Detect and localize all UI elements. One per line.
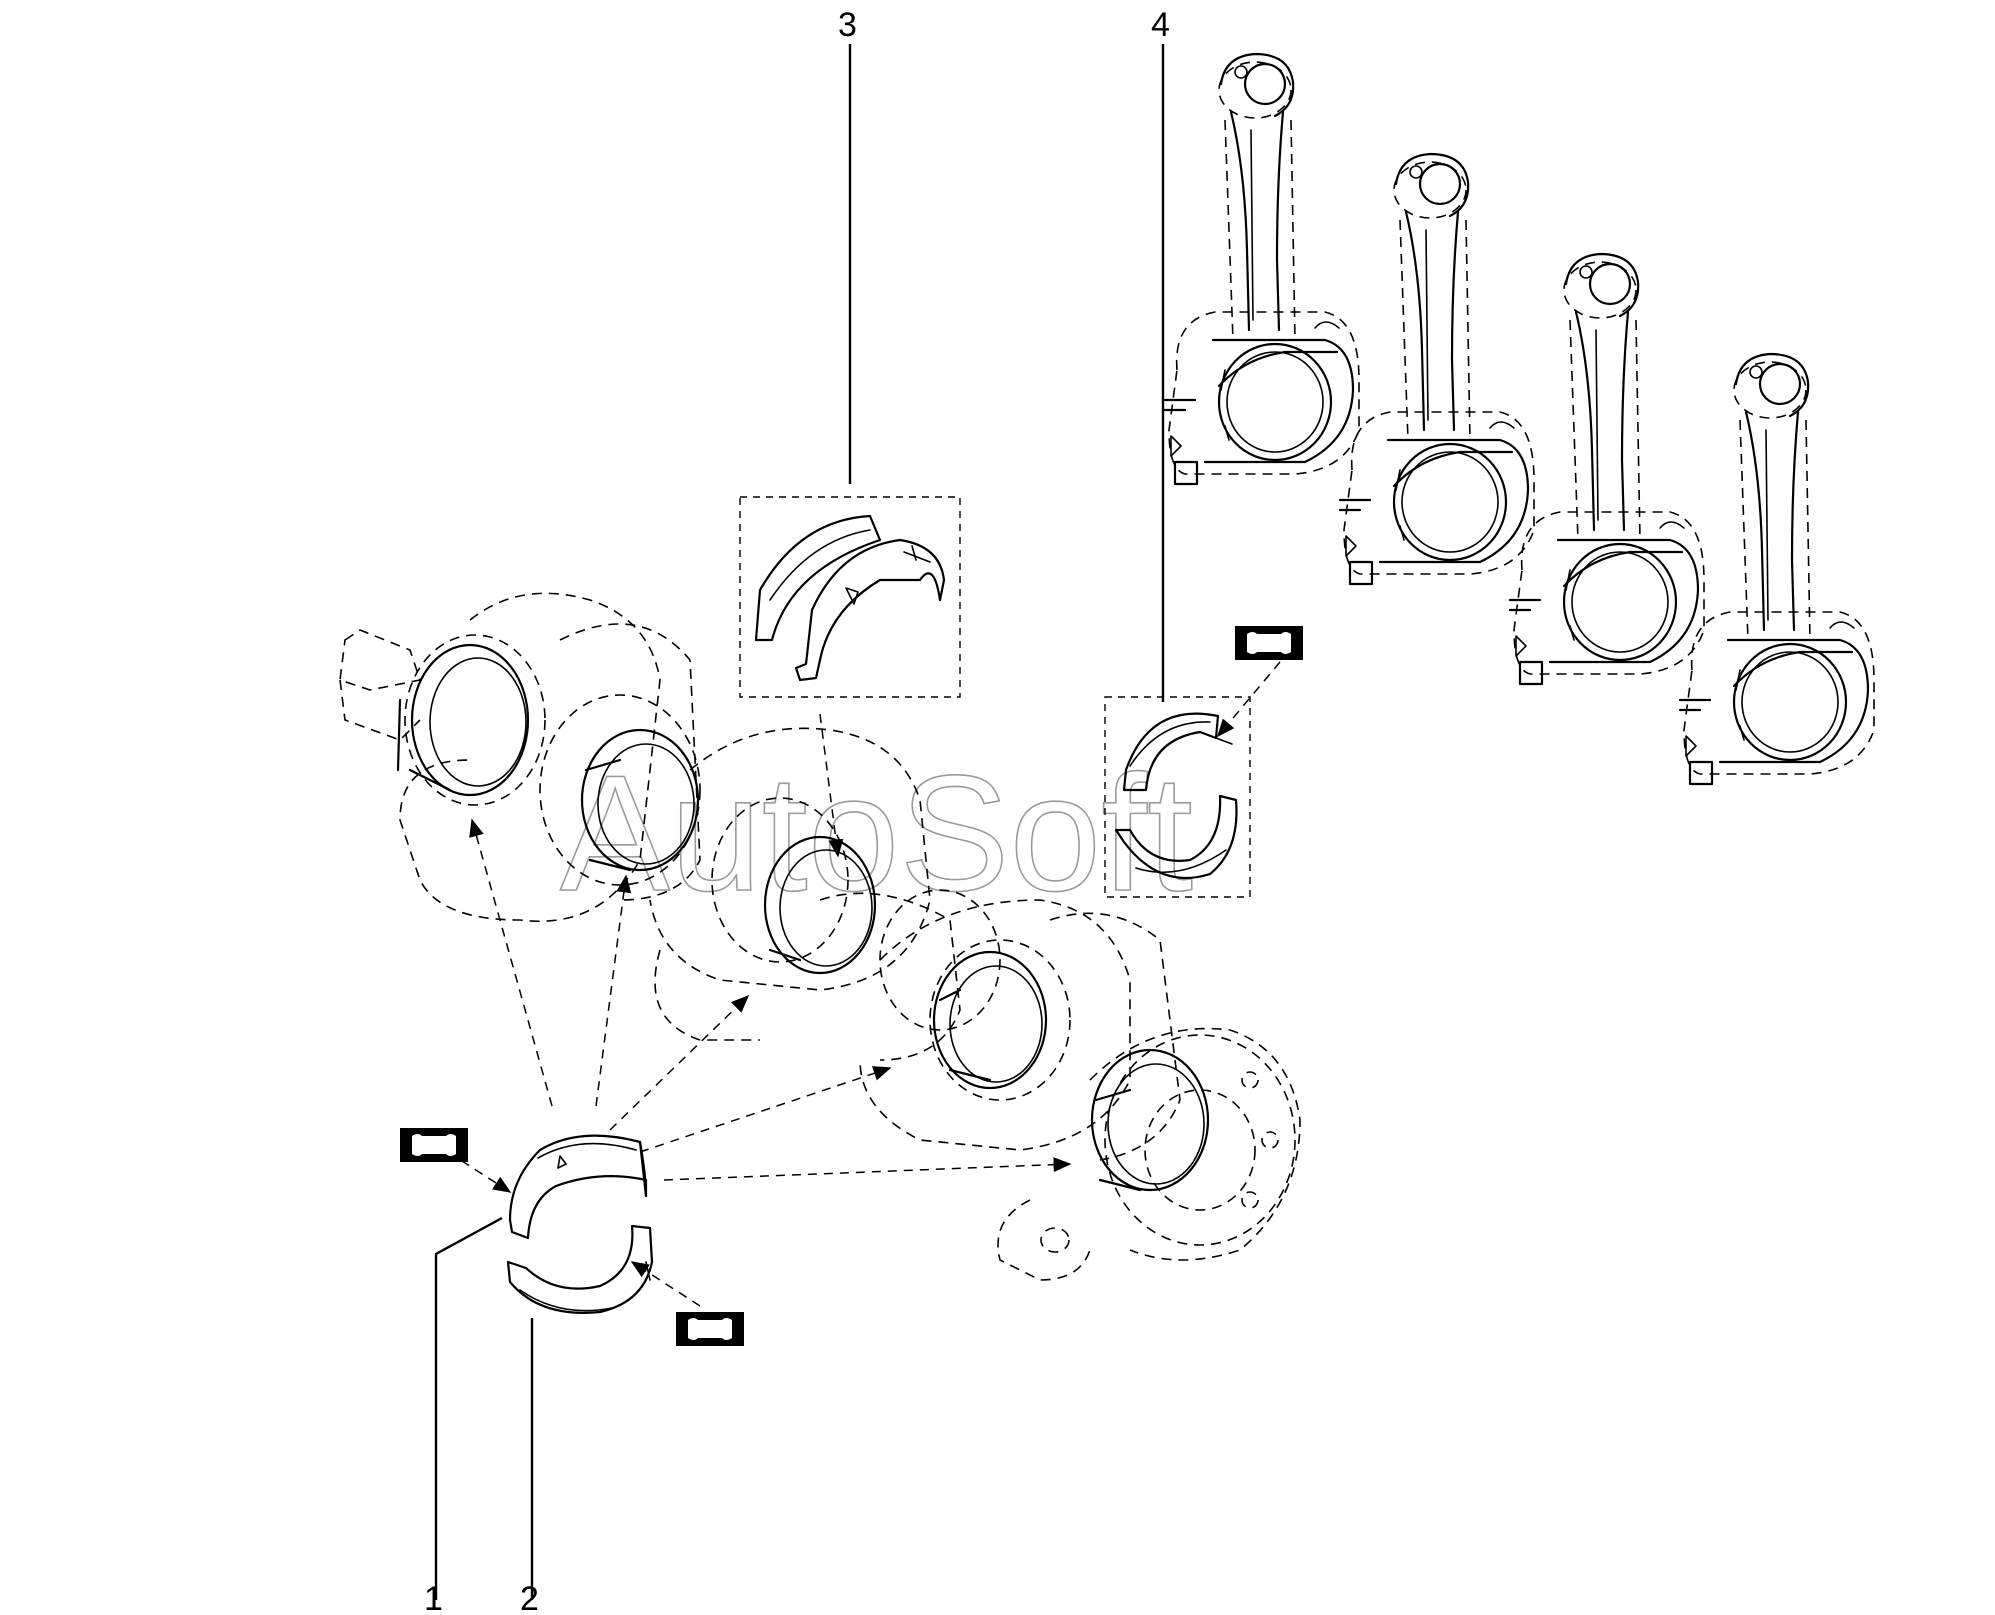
connecting-rod-3 (1508, 252, 1706, 686)
rod-bearing-upper-shell (1122, 712, 1220, 792)
main-bearing-upper-shell (508, 1134, 648, 1240)
watermark: AutoSoft (560, 741, 1193, 925)
connecting-rod-4 (1678, 352, 1876, 786)
connecting-rods (1163, 52, 1876, 786)
callouts: 1 2 3 4 (424, 6, 1170, 1615)
connecting-rod-2 (1338, 152, 1536, 586)
leader-lines (434, 44, 1165, 1600)
thrust-washer-right (794, 538, 946, 682)
detail-box-4 (1104, 696, 1251, 898)
thrust-washer-left (754, 514, 882, 642)
assembly-arrows (447, 661, 1281, 1307)
lubricate-symbol-icon (1235, 626, 1303, 660)
lubricate-symbol-icon (676, 1312, 744, 1346)
crankshaft (339, 592, 1301, 1281)
rod-bearing-lower-shell (1114, 794, 1238, 880)
callout-4: 4 (1151, 6, 1170, 44)
detail-box-3 (739, 496, 961, 698)
callout-3: 3 (838, 6, 857, 44)
callout-2: 2 (520, 1580, 539, 1615)
lubricate-symbol-icon (400, 1128, 468, 1162)
rod-bearing-shells-group (1104, 696, 1251, 898)
leader-line-1 (434, 1216, 503, 1600)
connecting-rod-1 (1163, 52, 1361, 486)
installed-main-bearings (396, 643, 1210, 1192)
main-bearing-shells (506, 1134, 654, 1314)
thrust-washers-group (739, 496, 961, 698)
main-bearing-lower-shell (506, 1224, 654, 1314)
callout-1: 1 (424, 1580, 443, 1615)
